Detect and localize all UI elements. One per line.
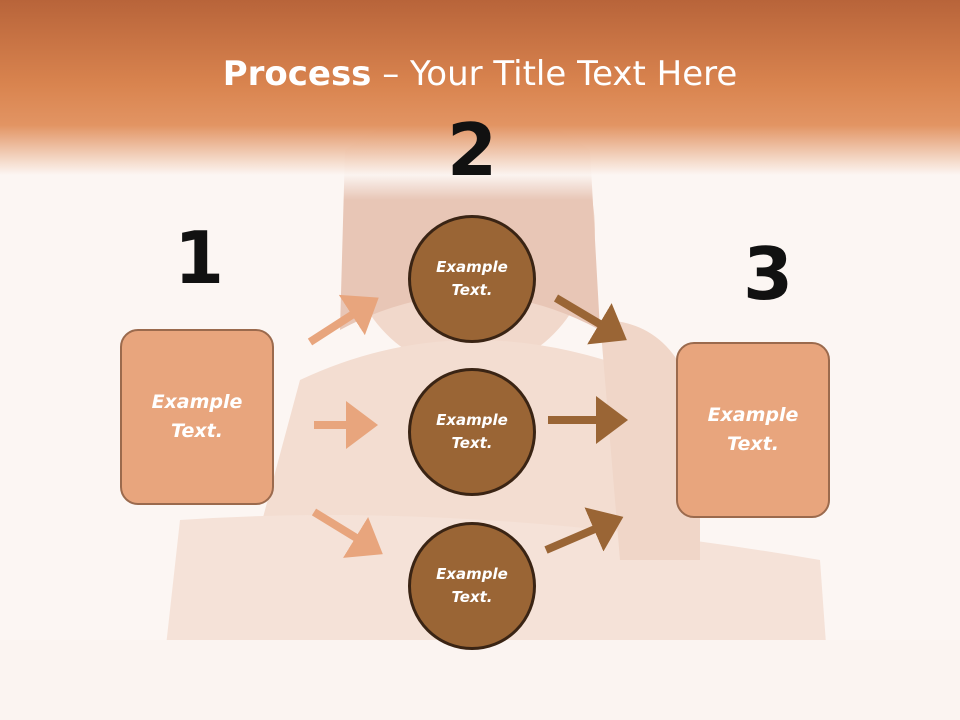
arrow-left-top [307, 294, 379, 346]
arrow-right-top [553, 294, 627, 345]
circle-middle-text: Example Text. [436, 411, 508, 452]
arrow-left-bottom [311, 508, 383, 558]
right-box-text: Example Text. [707, 404, 799, 455]
slide-title: Process – Your Title Text Here [0, 52, 960, 96]
title-band [0, 0, 960, 200]
title-rest: – Your Title Text Here [371, 54, 738, 94]
arrow-right-bottom [544, 507, 624, 554]
left-box[interactable]: Example Text. [120, 329, 274, 505]
left-box-text: Example Text. [151, 391, 243, 442]
circle-bottom[interactable]: Example Text. [408, 522, 536, 650]
step-number-3: 3 [742, 232, 794, 316]
circle-bottom-text: Example Text. [436, 565, 508, 606]
step-number-1: 1 [173, 216, 225, 300]
right-box[interactable]: Example Text. [676, 342, 830, 518]
circle-top[interactable]: Example Text. [408, 215, 536, 343]
title-bold: Process [222, 54, 372, 94]
circle-top-text: Example Text. [436, 258, 508, 299]
circle-middle[interactable]: Example Text. [408, 368, 536, 496]
step-number-2: 2 [446, 108, 498, 192]
